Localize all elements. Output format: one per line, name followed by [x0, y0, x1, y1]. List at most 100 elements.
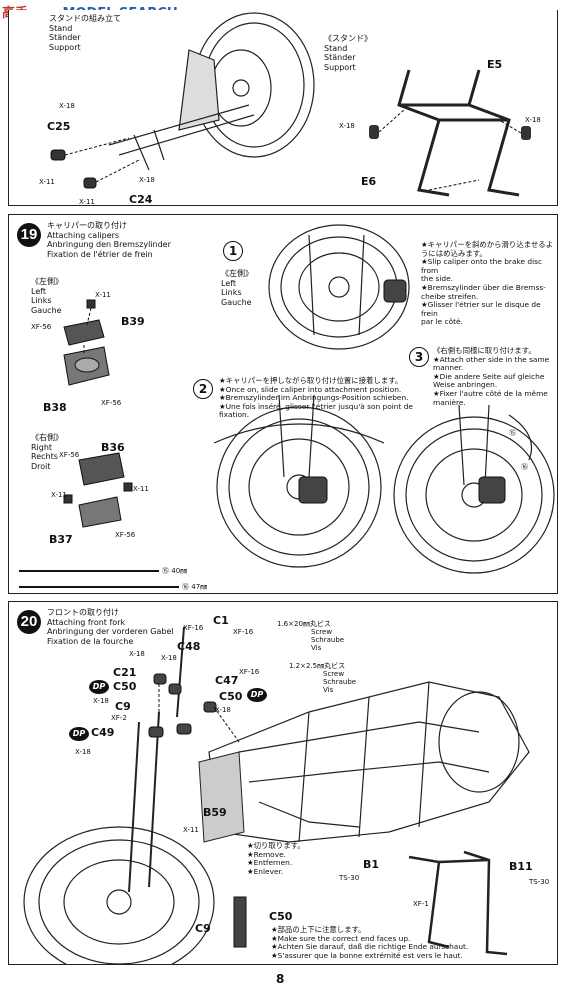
step18-drawing [50, 12, 531, 197]
cable-16-value: 47㎜ [191, 583, 208, 591]
part-xf16-b: XF-16 [183, 624, 204, 632]
part-x18-a: X-18 [59, 102, 75, 110]
note-line: ★Bremszylinder über die Bremss- [421, 282, 546, 292]
note-line: ★切り取ります。 [247, 841, 305, 850]
screw-1-en: Screw [311, 628, 333, 636]
note-line: ★Die andere Seite auf gleiche [433, 371, 545, 381]
dp-mark-b: DP [69, 727, 89, 741]
step20-title-jp: フロントの取り付け [47, 608, 119, 617]
part-c1: C1 [213, 614, 229, 627]
part-b11: B11 [509, 860, 533, 873]
substep-2-notes: ★キャリパーを押しながら取り付け位置に接着します。 ★Once on, slid… [219, 376, 413, 420]
substep-1: 1 [223, 241, 243, 261]
part-xf1: XF-1 [413, 900, 429, 908]
part-x18-c: X-18 [339, 122, 355, 130]
cable-15-marker: ⑮ [509, 429, 516, 437]
part-e6: E6 [361, 175, 377, 188]
step19-title-en: Attaching calipers [47, 230, 120, 240]
note-line: うにはめ込みます。 [421, 248, 487, 258]
step19-number: 19 [17, 223, 41, 247]
step19-title-fr: Fixation de l'étrier de frein [47, 249, 153, 259]
part-x18-e: X-18 [215, 706, 231, 714]
part-ts30-b: TS-30 [529, 878, 550, 886]
cable-15-number: ⑮ [162, 567, 169, 575]
note-line: 《右側も同様に取り付けます。 [433, 346, 536, 355]
note-line: manière. [433, 397, 466, 407]
part-b36: B36 [101, 441, 125, 454]
step20-panel: 20 フロントの取り付け Attaching front fork Anbrin… [8, 601, 558, 965]
substep-1-notes: ★キャリパーを斜めから滑り込ませるよ うにはめ込みます。 ★Slip calip… [421, 240, 557, 327]
note-line: ★Enlever. [247, 866, 284, 876]
note-line: ★Once on, slide caliper into attachment … [219, 384, 402, 394]
step19-title: キャリパーの取り付け Attaching calipers Anbringung… [47, 221, 171, 259]
part-e5: E5 [487, 58, 503, 71]
substep-2: 2 [193, 379, 213, 399]
substep-1-side: 《左側》 Left Links Gauche [221, 269, 253, 307]
note-line: ★S'assurer que la bonne extrémité est ve… [271, 950, 463, 960]
page-number: 8 [276, 972, 285, 986]
step20-title-fr: Fixation de la fourche [47, 636, 134, 646]
note-line: ★Make sure the correct end faces up. [271, 933, 411, 943]
screw-2-size: 1.2×2.5㎜丸ビス [289, 662, 346, 670]
part-ts30-a: TS-30 [339, 874, 360, 882]
stand-sub-fr: Support [324, 62, 356, 72]
step18-title: スタンドの組み立て Stand Ständer Support [49, 14, 121, 52]
part-c21: C21 [113, 666, 137, 679]
note-line: ★Achten Sie darauf, daß die richtige End… [271, 942, 469, 952]
part-xf56-a: XF-56 [31, 323, 52, 331]
part-c47: C47 [215, 674, 239, 687]
caliper-left-en: Left [31, 286, 47, 296]
step19-title-de: Anbringung den Bremszylinder [47, 240, 171, 249]
part-x11-b: X-11 [79, 198, 95, 206]
part-xf56-c: XF-56 [59, 451, 80, 459]
note-line: ★Fixer l'autre côté de la même [433, 388, 548, 398]
step20-title-de: Anbringung der vorderen Gabel [47, 627, 174, 636]
part-x11-a: X-11 [39, 178, 55, 186]
substep-1-side-en: Left [221, 278, 237, 288]
screw-2-fr: Vis [323, 686, 334, 694]
part-x18-d: X-18 [75, 748, 91, 756]
caliper-right-label: 《右側》 Right Rechts Droit [31, 433, 63, 471]
part-c25: C25 [47, 120, 71, 133]
caliper-right-de: Rechts [31, 452, 58, 461]
note-line: par le côté. [421, 317, 463, 327]
part-b37: B37 [49, 533, 73, 546]
part-xf56-b: XF-56 [101, 399, 122, 407]
part-b39: B39 [121, 315, 145, 328]
step18-title-de: Ständer [49, 33, 81, 42]
caliper-right-jp: 《右側》 [31, 433, 63, 442]
step18-title-en: Stand [49, 23, 73, 33]
part-c50-a: C50 [113, 680, 137, 693]
part-c48: C48 [177, 640, 201, 653]
substep-1-side-fr: Gauche [221, 297, 252, 307]
screw-2-de: Schraube [323, 678, 357, 686]
part-x11-right-a: X-11 [51, 491, 67, 499]
part-xf2: XF-2 [111, 714, 127, 722]
note-line: ★Bremszylinder im Anbringungs-Position s… [219, 393, 409, 403]
part-x18-a: X-18 [129, 650, 145, 658]
screw-2-en: Screw [323, 670, 345, 678]
note-line: ★Une fois inséré, glisser l'étrier jusqu… [219, 401, 413, 411]
note-line: the side. [421, 274, 453, 284]
part-c50-b: C50 [219, 690, 243, 703]
remove-note: ★切り取ります。 ★Remove. ★Entfernen. ★Enlever. [247, 841, 305, 876]
step20-number: 20 [17, 610, 41, 634]
note-line: ★Slip caliper onto the brake disc from [421, 257, 543, 275]
stand-sub-jp: 《スタンド》 [324, 34, 372, 43]
step20-drawing [23, 626, 530, 964]
note-line: ★Attach other side in the same [433, 354, 550, 364]
cable-16-marker: ⑯ [521, 463, 528, 471]
part-b59: B59 [203, 806, 227, 819]
part-x18-d: X-18 [525, 116, 541, 124]
step19-title-jp: キャリパーの取り付け [47, 221, 127, 230]
part-x18-b: X-18 [139, 176, 155, 184]
caliper-right-en: Right [31, 442, 53, 452]
part-x11-left: X-11 [95, 291, 111, 299]
step18-title-fr: Support [49, 42, 81, 52]
screw-1-label: 1.6×20㎜丸ビス Screw Schraube Vis [277, 620, 344, 652]
note-line: ★Remove. [247, 849, 286, 859]
part-c9: C9 [115, 700, 131, 713]
dp-mark-a: DP [89, 680, 109, 694]
note-line: ★Glisser l'étrier sur le disque de frein [421, 300, 541, 318]
part-x18-c: X-18 [93, 697, 109, 705]
